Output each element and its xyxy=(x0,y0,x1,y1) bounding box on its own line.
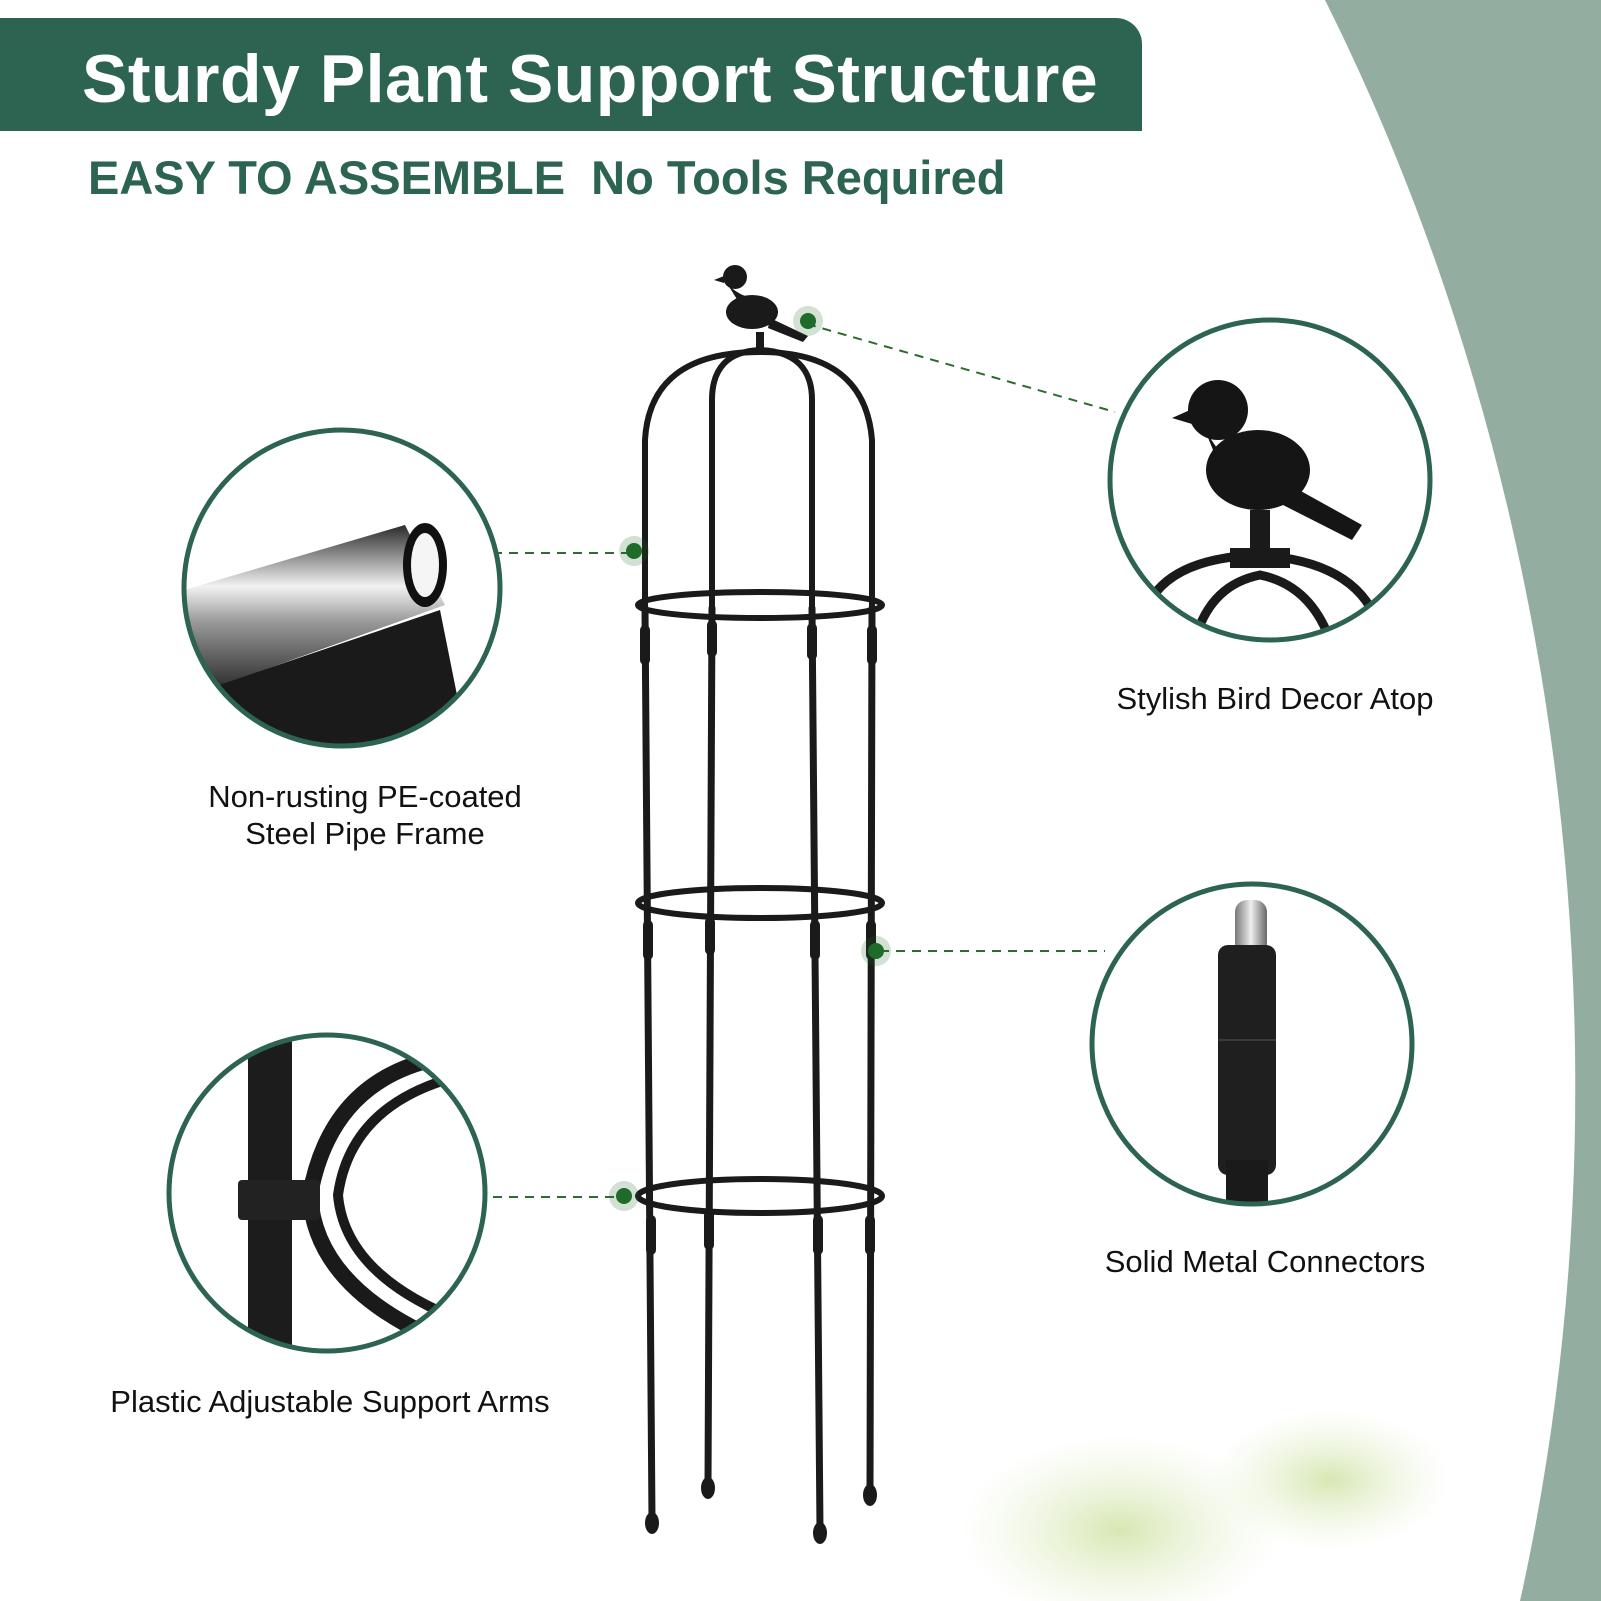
caption-steel-pipe: Non-rusting PE-coated Steel Pipe Frame xyxy=(150,778,580,852)
title-banner: Sturdy Plant Support Structure xyxy=(0,18,1142,131)
subtitle: EASY TO ASSEMBLE No Tools Required xyxy=(88,151,1006,204)
blurred-leaf xyxy=(960,1435,1280,1601)
bird-finial xyxy=(714,265,808,354)
caption-line: Steel Pipe Frame xyxy=(245,816,485,851)
caption-line: Non-rusting PE-coated xyxy=(208,779,522,814)
callout-leaders xyxy=(445,323,1116,1198)
callout-dot xyxy=(626,543,642,559)
callout-dot xyxy=(616,1188,632,1204)
caption-bird-decor: Stylish Bird Decor Atop xyxy=(1116,681,1434,716)
caption-metal-connectors: Solid Metal Connectors xyxy=(1104,1244,1426,1279)
metal-connector-closeup xyxy=(1089,881,1415,1207)
blurred-leaf xyxy=(1210,1410,1450,1550)
callout-dot xyxy=(800,313,816,329)
page-title: Sturdy Plant Support Structure xyxy=(82,41,1099,117)
callout-dot xyxy=(868,943,884,959)
caption-support-arms: Plastic Adjustable Support Arms xyxy=(110,1384,550,1419)
support-arm-closeup xyxy=(166,1032,488,1354)
callout-dots xyxy=(609,306,891,1211)
trellis-feet xyxy=(645,1477,877,1544)
steel-pipe-closeup xyxy=(181,427,503,749)
obelisk-trellis xyxy=(635,346,885,1534)
bird-decor-closeup xyxy=(1107,317,1433,643)
